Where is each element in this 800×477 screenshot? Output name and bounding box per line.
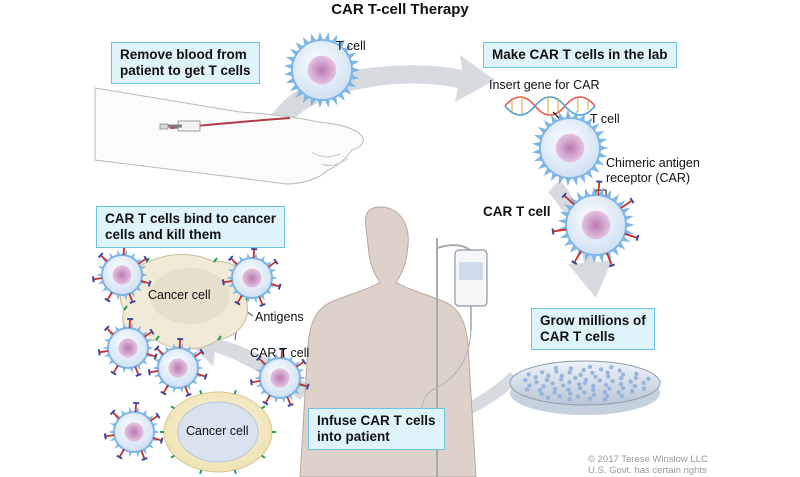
copyright-line-2: U.S. Govt. has certain rights [588, 465, 707, 476]
cancer-cell-2 [160, 389, 276, 475]
step-remove-line-2: patient to get T cells [120, 63, 251, 78]
step-grow: Grow millions of CAR T cells [531, 308, 655, 350]
label-antigens: Antigens [255, 310, 304, 324]
label-car-t-cell-attack: CAR T cell [250, 346, 310, 360]
copyright-line-1: © 2017 Terese Winslow LLC [588, 454, 708, 465]
step-bind-kill: CAR T cells bind to cancer cells and kil… [96, 206, 286, 248]
step-remove-blood: Remove blood from patient to get T cells [111, 42, 260, 84]
petri-dish [509, 360, 661, 415]
step-grow-line-1: Grow millions of [540, 313, 646, 328]
t-cell-6 [97, 317, 158, 378]
step-remove-line-1: Remove blood from [120, 47, 247, 62]
step-bind-line-1: CAR T cells bind to cancer [105, 211, 277, 226]
label-car-receptor: Chimeric antigen receptor (CAR) [606, 156, 700, 186]
label-cancer-cell-1: Cancer cell [148, 288, 211, 302]
t-cell-3 [551, 180, 640, 268]
t-cell-4 [91, 244, 152, 305]
label-insert-gene: Insert gene for CAR [489, 78, 600, 92]
label-t-cell-lab: T cell [590, 112, 620, 126]
label-cancer-cell-2: Cancer cell [186, 424, 249, 438]
label-car-t-cell-lab: CAR T cell [483, 204, 551, 219]
step-grow-line-2: CAR T cells [540, 329, 616, 344]
diagram-title: CAR T-cell Therapy [331, 1, 469, 18]
label-t-cell-top: T cell [336, 39, 366, 53]
t-cell-1 [283, 31, 361, 109]
cancer-cell-1 [119, 254, 250, 350]
t-cells [91, 31, 640, 462]
t-cell-9 [103, 401, 164, 462]
step-infuse-line-1: Infuse CAR T cells [317, 413, 436, 428]
t-cell-5 [221, 247, 282, 308]
step-make-car: Make CAR T cells in the lab [483, 42, 677, 68]
step-make-line: Make CAR T cells in the lab [492, 47, 668, 62]
label-car-receptor-line-1: Chimeric antigen [606, 156, 700, 170]
t-cell-8 [249, 347, 310, 408]
step-bind-line-2: cells and kill them [105, 227, 222, 242]
copyright-notice: © 2017 Terese Winslow LLC U.S. Govt. has… [588, 454, 708, 476]
t-cell-7 [147, 337, 208, 398]
patient-arm [94, 87, 364, 185]
t-cell-2 [531, 109, 609, 187]
step-infuse-line-2: into patient [317, 429, 390, 444]
label-car-receptor-line-2: receptor (CAR) [606, 171, 691, 185]
step-infuse: Infuse CAR T cells into patient [308, 408, 445, 450]
